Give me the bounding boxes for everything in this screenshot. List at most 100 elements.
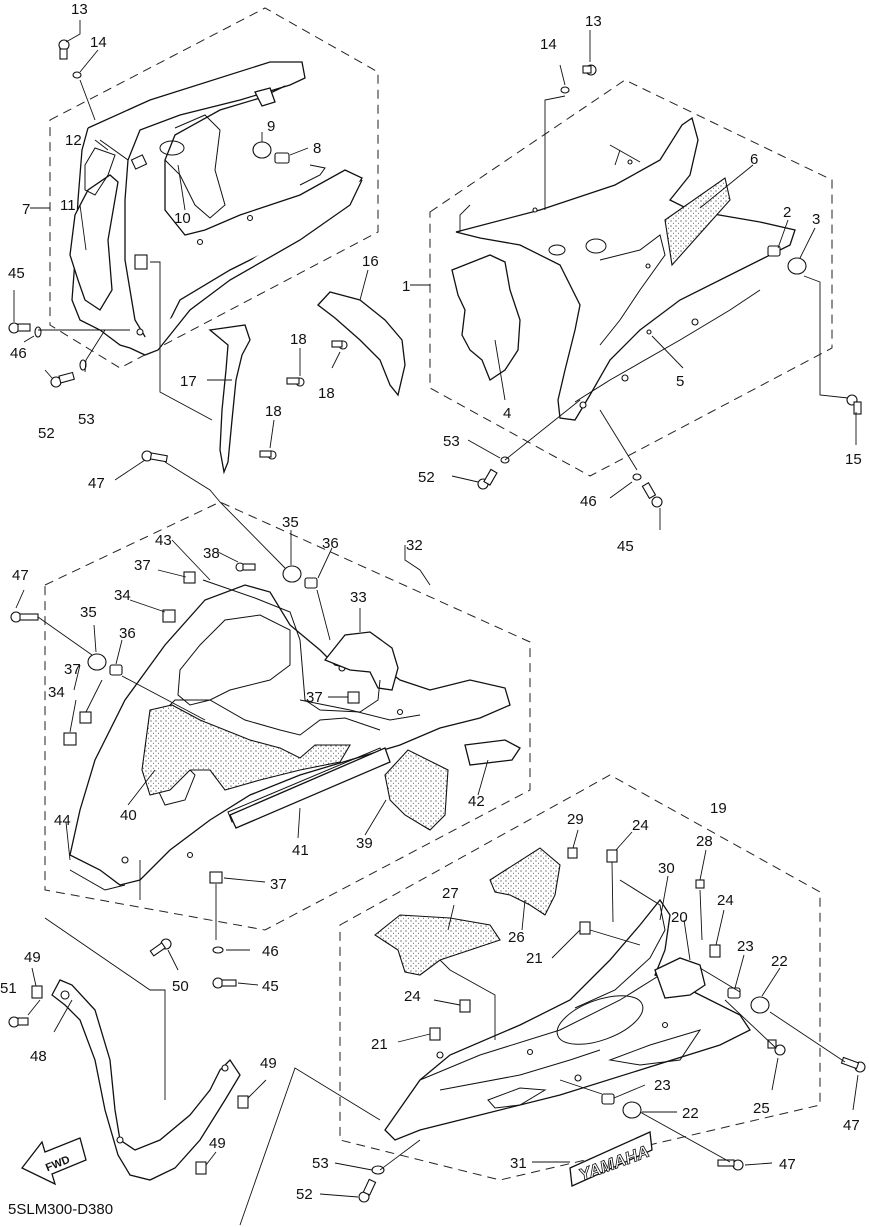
callout-32: 32	[406, 537, 423, 554]
bracket-33	[323, 631, 399, 691]
callout-22-b: 22	[682, 1105, 699, 1122]
callout-47-right-a: 47	[843, 1117, 860, 1134]
clip-37-d	[209, 871, 223, 884]
callout-44: 44	[54, 812, 71, 829]
screw-52-left	[50, 371, 75, 388]
yamaha-emblem-31: YAMAHA	[569, 1131, 653, 1187]
callout-13-right: 13	[585, 13, 602, 30]
clip-37-c	[347, 691, 360, 704]
callout-36-a: 36	[119, 625, 136, 642]
callout-11: 11	[60, 197, 76, 214]
callout-39: 39	[356, 835, 373, 852]
assembly-outline-1	[429, 79, 833, 477]
clip-24-b	[709, 944, 721, 958]
side-cowl-right	[455, 116, 796, 421]
callout-37-c: 37	[306, 689, 323, 706]
callout-51: 51	[0, 980, 17, 997]
clip-24-c	[459, 999, 471, 1013]
washer-14-left	[72, 71, 82, 79]
clip-34-a	[162, 609, 176, 623]
callout-47-upper: 47	[88, 475, 105, 492]
washer-46-mid	[212, 946, 224, 954]
callout-49-c: 49	[209, 1135, 226, 1152]
callout-21-a: 21	[526, 950, 543, 967]
callout-20: 20	[671, 909, 688, 926]
bracket-48	[51, 979, 241, 1181]
washer-14-right	[560, 86, 570, 94]
inner-panel-assembly-32	[69, 584, 511, 886]
callout-37-d: 37	[270, 876, 287, 893]
callout-45-left: 45	[8, 265, 25, 282]
clip-29	[567, 847, 578, 859]
bolt-45-mid	[212, 977, 237, 989]
callout-29: 29	[567, 811, 584, 828]
leader-lines	[13, 20, 859, 1226]
under-cowl-19	[384, 879, 751, 1141]
side-cowl-left	[71, 61, 363, 356]
collar-23-a	[727, 987, 741, 999]
assembly-outline-7	[49, 7, 379, 369]
callout-33: 33	[350, 589, 367, 606]
callout-45-right: 45	[617, 538, 634, 555]
callout-21-b: 21	[371, 1036, 388, 1053]
bolt-13-left	[58, 39, 70, 60]
bolt-18-a	[286, 377, 305, 387]
callout-25: 25	[753, 1100, 770, 1117]
tube-43	[202, 579, 381, 713]
decal-6	[664, 177, 731, 267]
callout-31: 31	[510, 1155, 527, 1172]
bolt-25	[767, 1039, 786, 1056]
assembly-outline-32	[44, 501, 531, 931]
clip-49-c	[195, 1161, 207, 1175]
washer-46-left	[34, 326, 42, 338]
callout-15: 15	[845, 451, 862, 468]
bracket-17	[208, 324, 251, 475]
assembly-outline-19	[339, 774, 821, 1181]
inner-panel-11	[69, 174, 119, 311]
callout-38: 38	[203, 545, 220, 562]
callout-6: 6	[750, 151, 758, 168]
callout-46-mid: 46	[262, 943, 279, 960]
fasteners	[8, 39, 866, 1203]
bolt-47-right-b	[717, 1159, 744, 1171]
washer-46-right	[632, 473, 642, 481]
washer-53-bottom	[371, 1165, 385, 1175]
panel-20	[654, 957, 706, 999]
collar-2	[767, 245, 781, 257]
callout-53-bottom: 53	[312, 1155, 329, 1172]
callout-52-mid: 52	[418, 469, 435, 486]
callout-18-c: 18	[265, 403, 282, 420]
bracket-16	[317, 291, 406, 397]
bolt-47-right-a	[840, 1056, 866, 1073]
callout-40: 40	[120, 807, 137, 824]
fwd-arrow: FWD	[20, 1137, 87, 1186]
callout-47-right-b: 47	[779, 1156, 796, 1173]
damper-3	[787, 257, 807, 275]
bolt-18-c	[259, 450, 277, 460]
callout-18-b: 18	[318, 385, 335, 402]
decal-12	[84, 147, 116, 196]
bolt-38	[235, 562, 256, 572]
callout-52-bottom: 52	[296, 1186, 313, 1203]
callout-53-mid: 53	[443, 433, 460, 450]
callout-49-a: 49	[24, 949, 41, 966]
bolt-51	[8, 1016, 29, 1028]
callout-1: 1	[402, 278, 410, 295]
callout-45-mid: 45	[262, 978, 279, 995]
callout-22-a: 22	[771, 953, 788, 970]
screw-52-bottom	[358, 1178, 377, 1203]
collar-23-b	[601, 1093, 615, 1105]
clip-21-b	[429, 1027, 441, 1041]
callout-24-b: 24	[717, 892, 734, 909]
inner-panel-4	[451, 254, 521, 381]
callout-35-b: 35	[282, 514, 299, 531]
damper-35-b	[282, 565, 302, 583]
bolt-45-right	[641, 482, 663, 508]
collar-36-b	[304, 577, 318, 589]
screw-50	[149, 938, 172, 957]
callout-37-a: 37	[134, 557, 151, 574]
callouts: 13 14 13 14 9 8 12 7 11 10 45 46 52 53 1…	[0, 1, 862, 1203]
callout-43: 43	[155, 532, 172, 549]
callout-28: 28	[696, 833, 713, 850]
